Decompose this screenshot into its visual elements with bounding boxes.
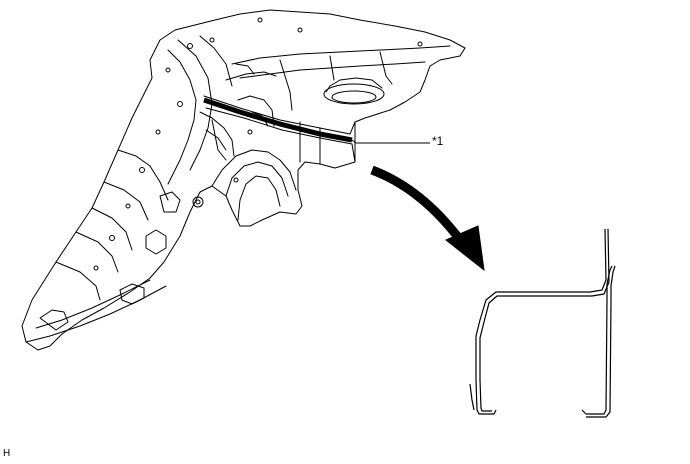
figure-code: H — [3, 448, 11, 459]
section-cut-line — [203, 97, 353, 143]
callout-label-1: *1 — [432, 134, 444, 148]
callout-tick — [351, 139, 357, 144]
view-arrow — [370, 165, 485, 272]
cross-section-profile — [469, 228, 616, 418]
